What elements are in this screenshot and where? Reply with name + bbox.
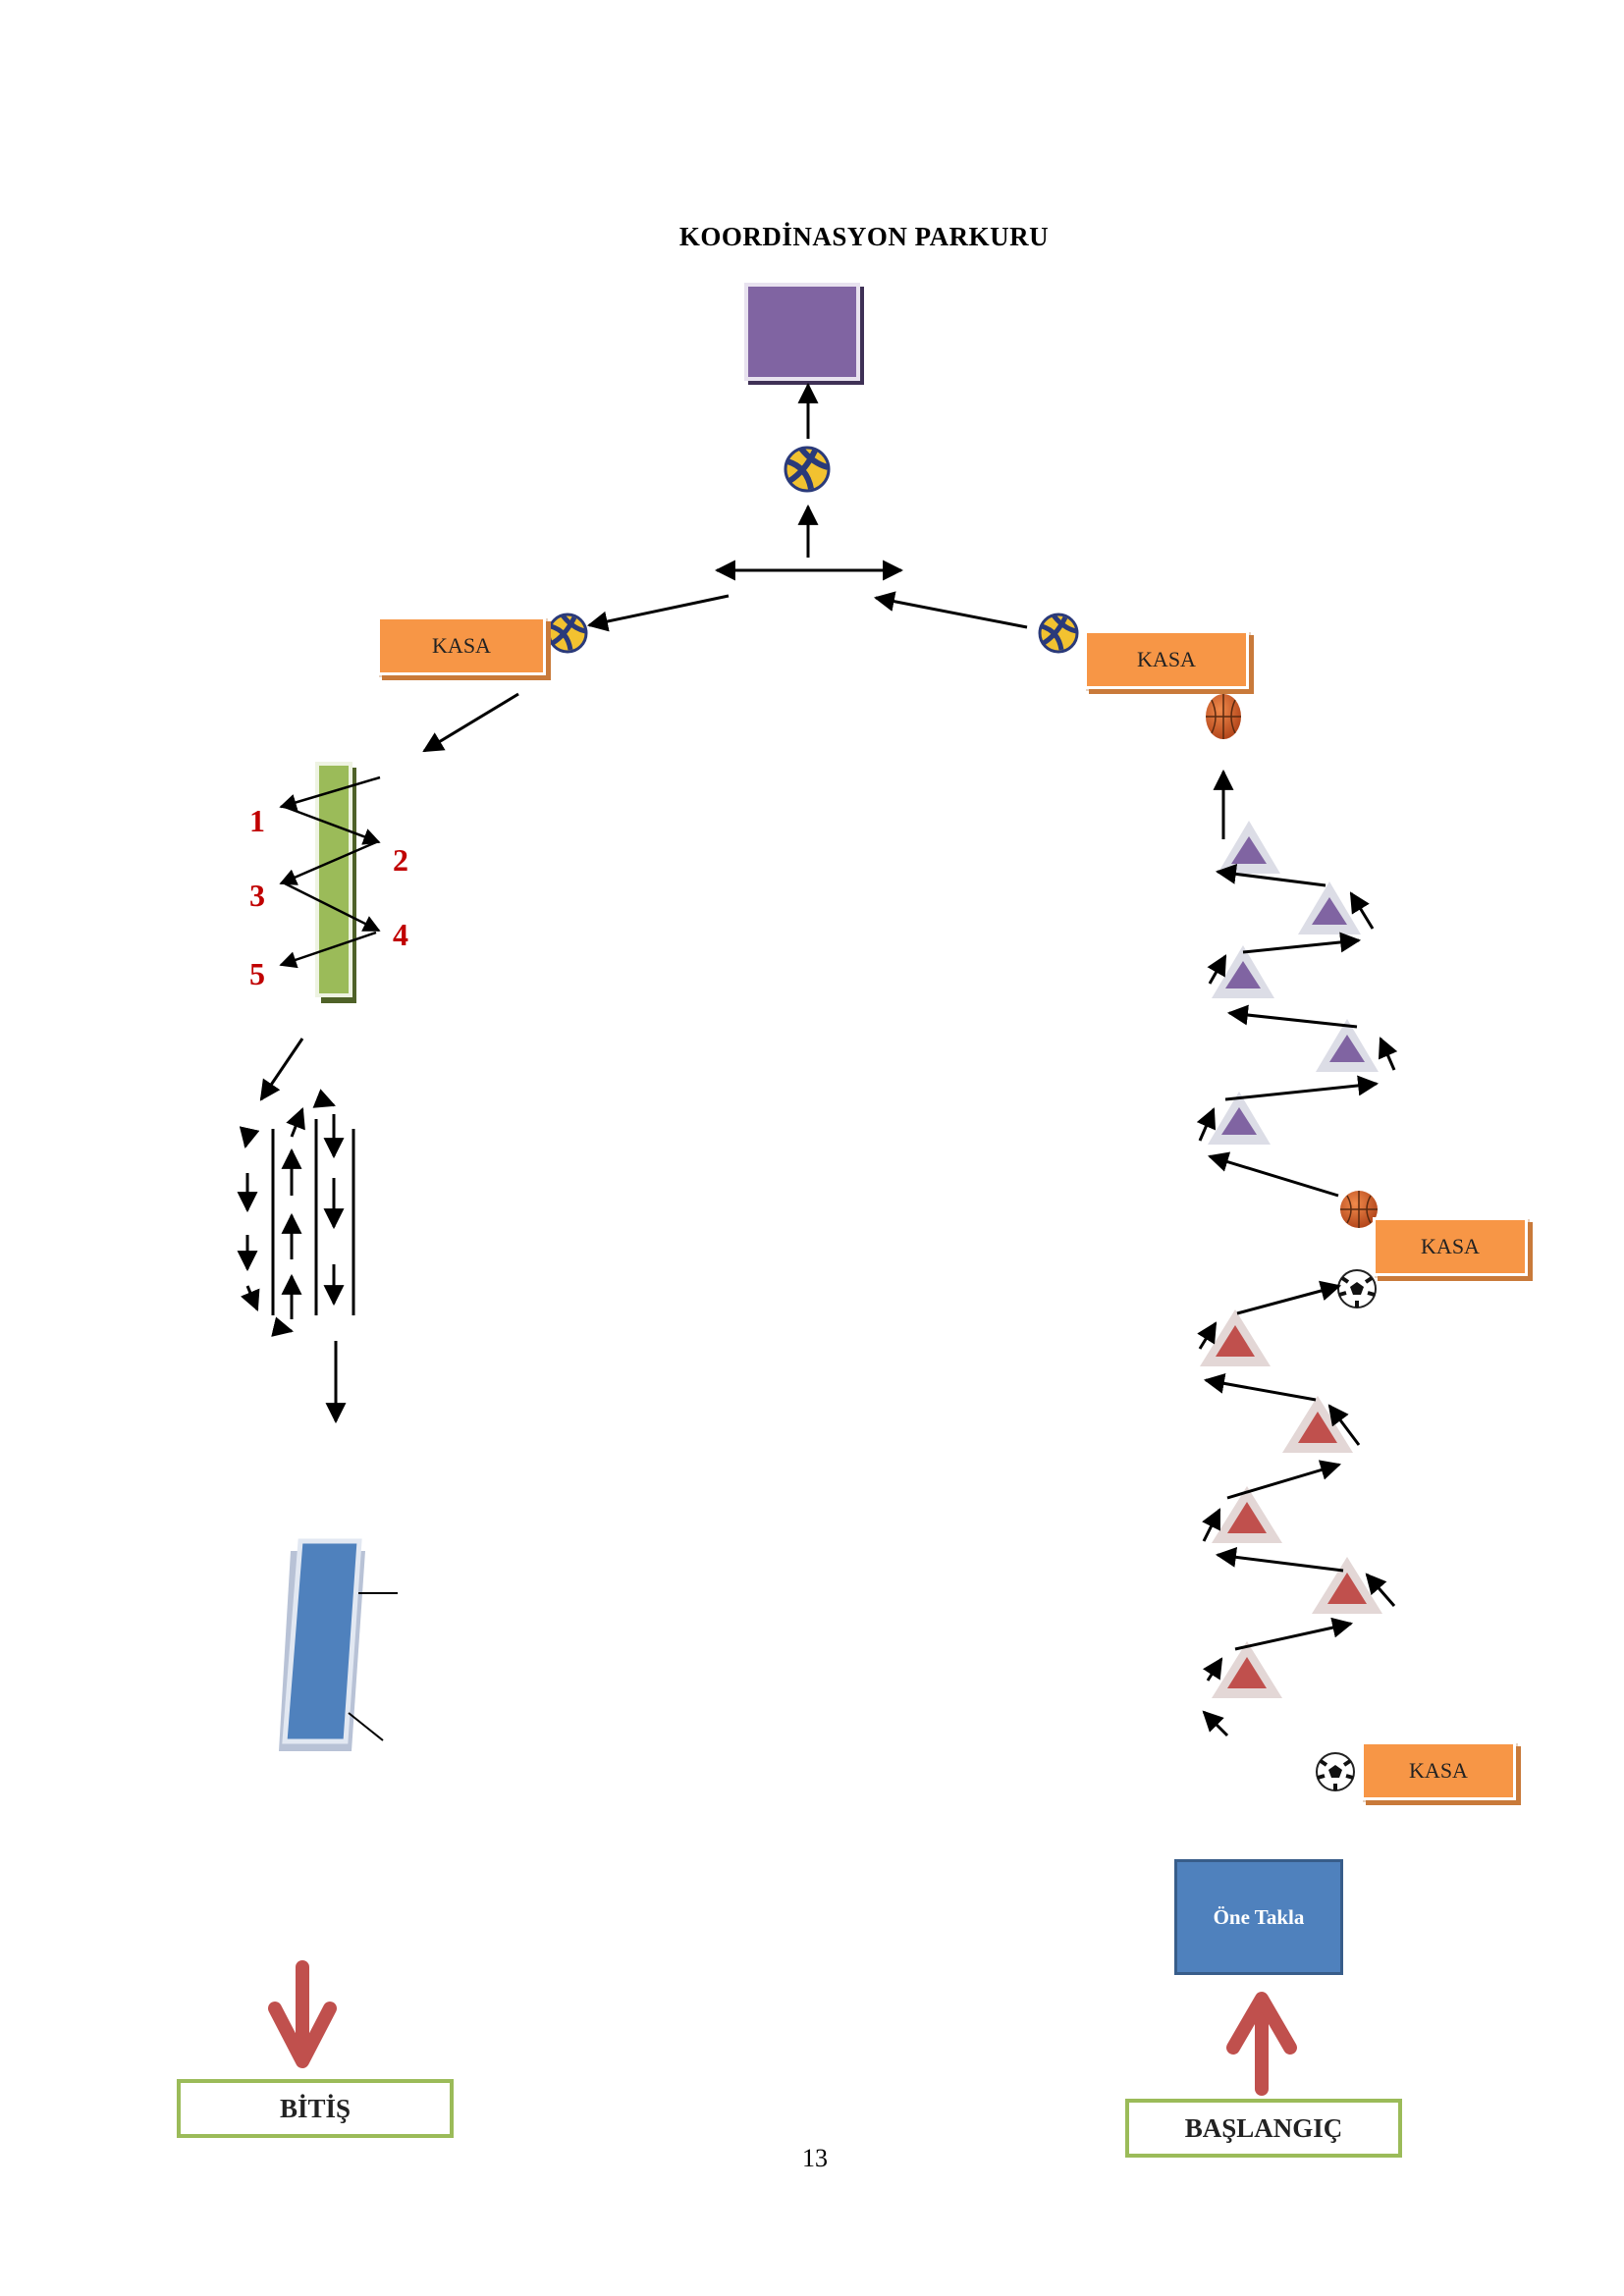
arrow-icon: [259, 1038, 304, 1101]
vaulting-box-top-left: KASA: [377, 616, 546, 675]
cone-icon: [1282, 1396, 1353, 1453]
cone-icon: [1208, 1092, 1271, 1145]
volleyball-icon: [784, 446, 831, 493]
page-number: 13: [802, 2144, 828, 2172]
soccer-ball-icon: [1316, 1752, 1355, 1791]
purple-cone-slalom: [1196, 821, 1398, 1198]
cone-icon: [1298, 881, 1361, 934]
step-number-4: 4: [393, 917, 408, 952]
agility-lines: [237, 1089, 355, 1424]
vaulting-box-bottom-right: KASA: [1361, 1741, 1516, 1800]
cone-icon: [1316, 1019, 1379, 1072]
finish-arrow: [268, 1960, 337, 2068]
page-title: KOORDİNASYON PARKURU: [678, 222, 1050, 251]
vaulting-box-top-right: KASA: [1084, 630, 1249, 689]
cone-icon: [1312, 1557, 1382, 1614]
vaulting-box-middle-right: KASA: [1373, 1217, 1528, 1276]
volleyball-icon: [1038, 613, 1079, 654]
step-number-3: 3: [249, 878, 265, 913]
volleyball-icon: [547, 613, 588, 654]
cone-icon: [1212, 945, 1274, 998]
blue-mat: [279, 1538, 398, 1751]
start-arrow: [1226, 1992, 1297, 2096]
balance-beam: [315, 762, 356, 1003]
cone-icon: [1212, 1486, 1282, 1543]
arrow-icon: [873, 591, 1028, 629]
basketball-icon: [1340, 1191, 1378, 1228]
finish-label: BİTİŞ: [177, 2079, 454, 2138]
cone-icon: [1218, 821, 1280, 874]
arrow-icon: [586, 594, 730, 632]
soccer-ball-icon: [1337, 1269, 1377, 1308]
arrow-icon: [422, 692, 519, 753]
cone-icon: [1200, 1309, 1271, 1366]
purple-mat: [744, 283, 864, 385]
red-cone-slalom: [1197, 1280, 1396, 1737]
cone-icon: [1212, 1641, 1282, 1698]
start-label: BAŞLANGIÇ: [1125, 2099, 1402, 2158]
zigzag-arrows: [279, 775, 381, 969]
basketball-icon: [1206, 694, 1241, 739]
step-number-5: 5: [249, 956, 265, 991]
step-number-1: 1: [249, 803, 265, 838]
step-number-2: 2: [393, 842, 408, 878]
forward-roll-mat: Öne Takla: [1174, 1859, 1343, 1975]
